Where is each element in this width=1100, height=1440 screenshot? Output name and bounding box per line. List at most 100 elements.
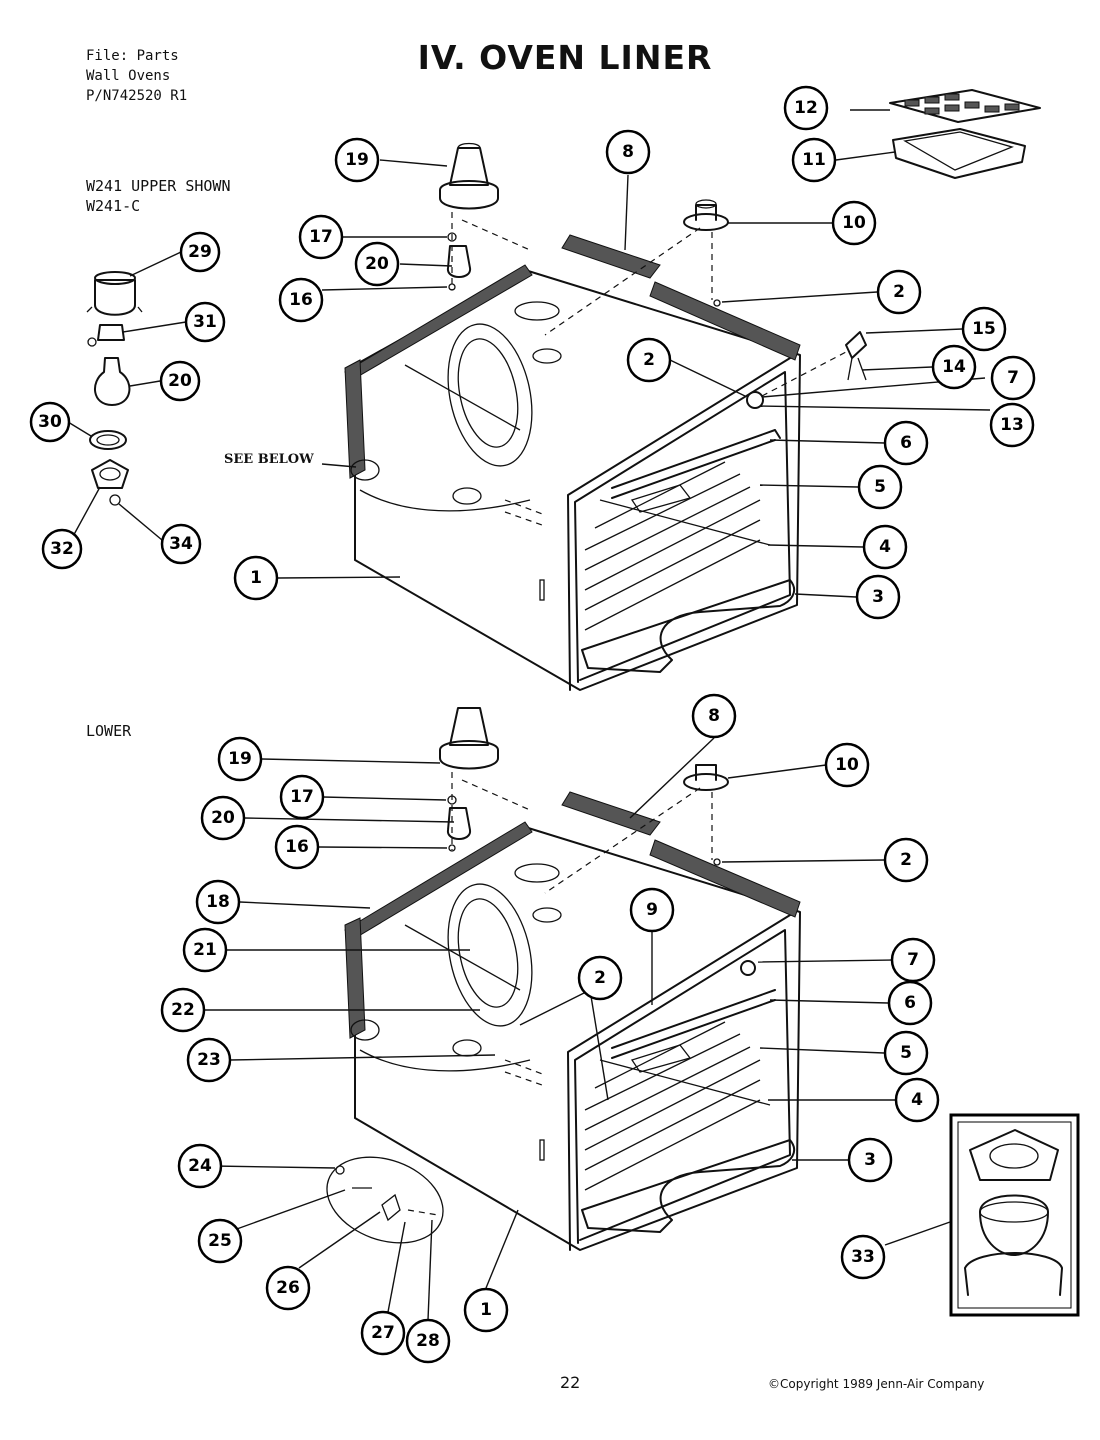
svg-text:10: 10 (842, 213, 866, 233)
svg-text:22: 22 (171, 1000, 195, 1020)
callout: 34 (160, 523, 202, 565)
callout: 1 (463, 1287, 509, 1333)
svg-text:3: 3 (864, 1150, 876, 1170)
callout: 33 (840, 1234, 886, 1280)
callout: 2 (883, 837, 929, 883)
svg-text:5: 5 (874, 477, 886, 497)
svg-text:31: 31 (193, 312, 217, 332)
svg-text:1: 1 (480, 1300, 492, 1320)
callout: 17 (279, 774, 325, 820)
callout: 7 (890, 937, 936, 983)
callout: 24 (177, 1143, 223, 1189)
callout: 30 (29, 401, 71, 443)
callout: 2 (626, 337, 672, 383)
page-number: 22 (560, 1373, 581, 1392)
model-note: W241 UPPER SHOWN W241-C (86, 176, 231, 216)
callout: 6 (887, 980, 933, 1026)
callout: 8 (605, 129, 651, 175)
callout: 12 (783, 85, 829, 131)
callout: 19 (334, 137, 380, 183)
callout: 13 (989, 402, 1035, 448)
svg-text:6: 6 (900, 433, 912, 453)
svg-text:23: 23 (197, 1050, 221, 1070)
callout: 7 (990, 355, 1036, 401)
callout: 22 (160, 987, 206, 1033)
svg-text:19: 19 (228, 749, 252, 769)
callout: 11 (791, 137, 837, 183)
side-callouts: 29 31 20 30 32 34 (29, 231, 226, 570)
svg-text:27: 27 (371, 1323, 395, 1343)
svg-text:25: 25 (208, 1231, 232, 1251)
lower-oven-liner (326, 707, 801, 1251)
inset-detail-box (949, 1113, 1080, 1317)
callout: 6 (883, 420, 929, 466)
svg-text:11: 11 (802, 150, 826, 170)
page-title: IV. OVEN LINER (417, 38, 713, 77)
svg-text:28: 28 (416, 1331, 440, 1351)
callout: 29 (179, 231, 221, 273)
callout: 16 (274, 824, 320, 870)
model-note-line1: W241 UPPER SHOWN (86, 177, 231, 195)
svg-text:2: 2 (594, 968, 606, 988)
svg-text:3: 3 (872, 587, 884, 607)
callout: 5 (857, 464, 903, 510)
svg-text:32: 32 (50, 539, 74, 559)
svg-text:26: 26 (276, 1278, 300, 1298)
callout: 15 (961, 306, 1007, 352)
svg-text:17: 17 (309, 227, 333, 247)
svg-text:6: 6 (904, 993, 916, 1013)
callout: 17 (298, 214, 344, 260)
callout: 3 (855, 574, 901, 620)
svg-text:20: 20 (211, 808, 235, 828)
svg-text:34: 34 (169, 534, 193, 554)
callout: 21 (182, 927, 228, 973)
callout: 2 (577, 955, 623, 1001)
svg-text:4: 4 (911, 1090, 923, 1110)
svg-text:2: 2 (893, 282, 905, 302)
callout: 32 (41, 528, 83, 570)
svg-text:2: 2 (643, 350, 655, 370)
svg-text:20: 20 (168, 371, 192, 391)
callout: 8 (691, 693, 737, 739)
svg-text:14: 14 (942, 357, 966, 377)
upper-oven-liner (344, 89, 1041, 691)
svg-text:29: 29 (188, 242, 212, 262)
broiler-pan (892, 128, 1026, 179)
callout: 20 (200, 795, 246, 841)
svg-text:15: 15 (972, 319, 996, 339)
svg-text:21: 21 (193, 940, 217, 960)
svg-text:20: 20 (365, 254, 389, 274)
callout: 14 (931, 344, 977, 390)
file-line: File: Parts (86, 48, 179, 64)
broiler-grid (889, 89, 1041, 123)
svg-text:24: 24 (188, 1156, 212, 1176)
svg-text:19: 19 (345, 150, 369, 170)
copyright: ©Copyright 1989 Jenn-Air Company (768, 1377, 985, 1391)
upper-callouts: 12 11 19 8 10 17 20 16 2 15 14 2 7 13 6 … (233, 85, 1036, 620)
svg-text:18: 18 (206, 892, 230, 912)
svg-text:7: 7 (907, 950, 919, 970)
svg-text:8: 8 (622, 142, 634, 162)
svg-text:16: 16 (285, 837, 309, 857)
callout: 31 (184, 301, 226, 343)
svg-text:7: 7 (1007, 368, 1019, 388)
product-line: Wall Ovens (86, 68, 171, 84)
svg-text:12: 12 (794, 98, 818, 118)
svg-text:16: 16 (289, 290, 313, 310)
svg-text:1: 1 (250, 568, 262, 588)
upper-light-assembly (439, 142, 531, 291)
header-info: File: Parts Wall Ovens P/N742520 R1 (86, 46, 187, 106)
part-number-line: P/N742520 R1 (86, 88, 188, 104)
svg-text:2: 2 (900, 850, 912, 870)
callout: 9 (629, 887, 675, 933)
svg-text:17: 17 (290, 787, 314, 807)
see-below-note: SEE BELOW (224, 452, 314, 467)
callout: 1 (233, 555, 279, 601)
lower-section-label: LOWER (86, 722, 132, 740)
svg-text:5: 5 (900, 1043, 912, 1063)
svg-text:30: 30 (38, 412, 62, 432)
svg-text:33: 33 (851, 1247, 875, 1267)
side-light-detail (86, 271, 143, 506)
callout: 5 (883, 1030, 929, 1076)
callout: 2 (876, 269, 922, 315)
